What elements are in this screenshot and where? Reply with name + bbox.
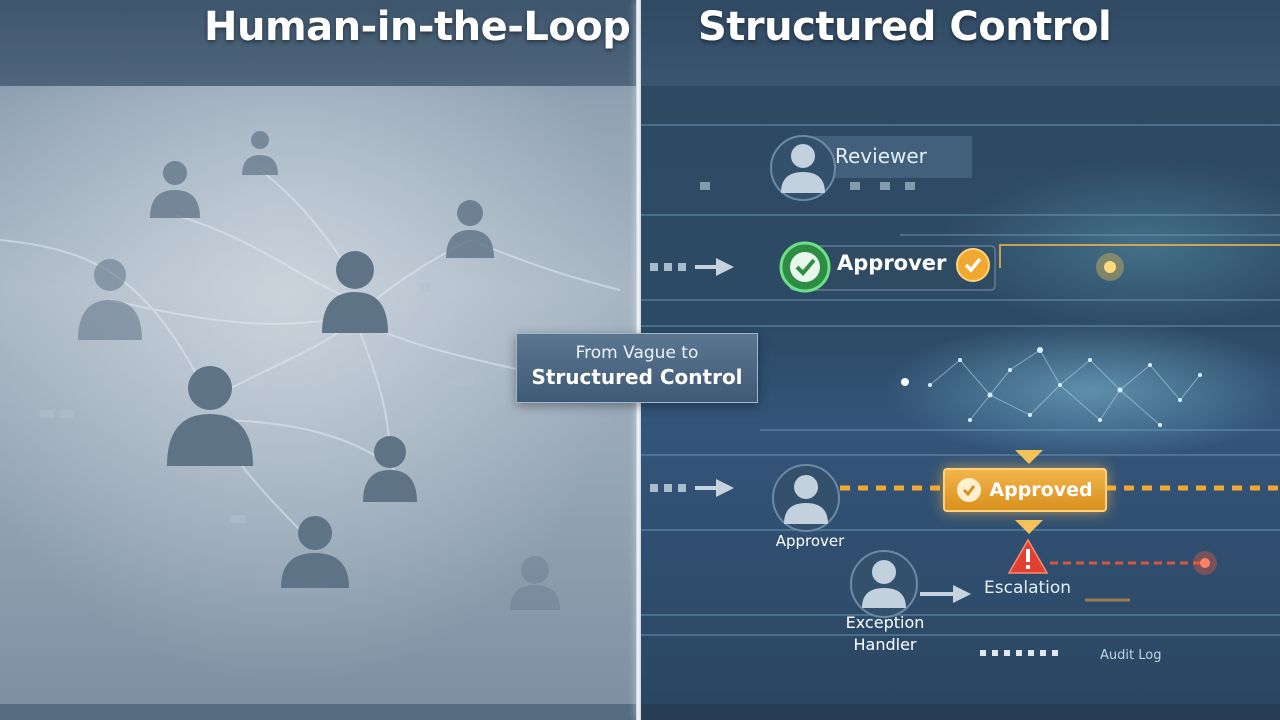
signal-dash: [650, 263, 658, 271]
glow-halo: [1096, 253, 1124, 281]
reviewer-label: Reviewer: [835, 144, 927, 168]
signal-dash: [60, 410, 74, 418]
signal-dash: [880, 182, 890, 190]
signal-dash: [678, 263, 686, 271]
exception-handler-avatar: [850, 550, 918, 618]
right-glow-network: [881, 320, 1280, 460]
person-icon: [446, 200, 494, 258]
person-icon: [167, 366, 253, 466]
right-header-band: [641, 0, 1280, 86]
signal-dash: [664, 263, 672, 271]
center-callout: From Vague to Structured Control: [516, 333, 758, 403]
person-icon: [322, 251, 388, 333]
escalation-label: Escalation: [984, 578, 1072, 598]
flow-arrow-head: [953, 585, 971, 603]
person-icon: [281, 516, 349, 588]
signal-dash: [905, 182, 915, 190]
signal-dash: [230, 515, 246, 523]
connector-triangle: [1015, 450, 1043, 464]
connector-triangle: [1015, 520, 1043, 534]
right-title: Structured Control: [698, 4, 1112, 50]
check-icon: [957, 478, 982, 502]
person-icon: [78, 259, 142, 340]
left-title: Human-in-the-Loop: [204, 4, 631, 50]
escalation-halo: [1193, 551, 1217, 575]
person-icon: [242, 131, 278, 175]
person-icon: [510, 556, 560, 610]
human-network: [0, 131, 621, 610]
signal-dash: [664, 484, 672, 492]
signal-dash: [678, 484, 686, 492]
center-callout-line1: From Vague to: [575, 343, 699, 363]
signal-dash: [650, 484, 658, 492]
approver-label: Approver: [837, 251, 947, 275]
approver-role-label: Approver: [775, 532, 845, 550]
audit-log-dashes: [980, 650, 1058, 656]
person-icon: [363, 436, 417, 502]
signal-dash: [420, 282, 430, 292]
exception-handler-line1: Exception: [845, 613, 925, 632]
network-cloud-links: [929, 349, 1201, 426]
network-link: [109, 299, 331, 325]
warning-icon: [1007, 538, 1049, 574]
exception-handler-line2: Handler: [853, 635, 917, 654]
flow-arrow-head: [716, 258, 734, 276]
left-footer-band: [0, 704, 636, 720]
network-link: [174, 214, 356, 301]
right-footer-band: [641, 704, 1280, 720]
center-callout-line2: Structured Control: [531, 365, 743, 389]
signal-dash: [700, 182, 710, 190]
reviewer-pill-bg: [810, 136, 972, 178]
approved-label: Approved: [989, 479, 1093, 501]
left-header-band: [0, 0, 636, 86]
amber-check-icon: [956, 248, 990, 282]
signal-dash: [40, 410, 54, 418]
person-icon: [150, 161, 200, 218]
network-cloud: [901, 347, 1202, 427]
amber-trace: [999, 244, 1280, 268]
signal-dash: [450, 380, 474, 386]
signal-dash: [850, 182, 860, 190]
glow-point: [1104, 261, 1116, 273]
approver-avatar: [772, 464, 840, 532]
exception-handler-label: Exception Handler: [830, 612, 940, 656]
flow-arrow-head: [716, 479, 734, 497]
reviewer-avatar: [770, 135, 836, 201]
approve-check-icon: [779, 241, 831, 293]
approved-badge: Approved: [943, 468, 1107, 512]
escalation-glow: [1200, 558, 1210, 568]
audit-log-label: Audit Log: [1100, 648, 1162, 663]
